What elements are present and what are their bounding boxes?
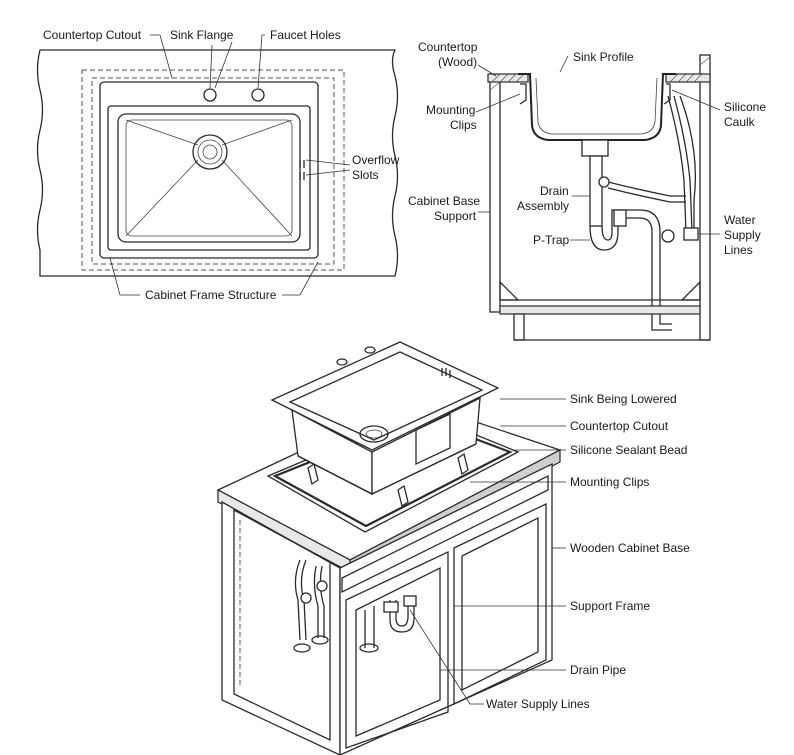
drain-tailpiece: [581, 139, 609, 157]
label-water-supply-lines-1: Water: [724, 213, 756, 227]
label-countertop-cutout-iso: Countertop Cutout: [570, 419, 669, 433]
drain-plan: [192, 134, 228, 170]
section-view-drawing: [475, 54, 721, 341]
label-sink-being-lowered: Sink Being Lowered: [570, 392, 677, 406]
label-cabinet-base-support-1: Cabinet Base: [408, 194, 480, 208]
sink-bowl-plan: [117, 113, 301, 243]
iso-p-trap: [389, 600, 415, 633]
iso-mounting-clip-3: [457, 452, 469, 476]
countertop-plan-outline: [36, 49, 399, 277]
iso-sink-faucet-hole-1: [336, 358, 348, 366]
label-overflow-slots-top-1: Overflow: [352, 153, 400, 167]
p-trap-section: [589, 217, 653, 318]
top-view-drawing: [36, 34, 399, 296]
iso-mounting-clip-1: [307, 462, 319, 486]
label-support-frame: Support Frame: [570, 599, 650, 613]
iso-water-supply-1: [294, 559, 301, 641]
label-cabinet-frame-structure: Cabinet Frame Structure: [145, 288, 277, 302]
label-drain-pipe: Drain Pipe: [570, 663, 626, 677]
label-sink-flange-top: Sink Flange: [170, 28, 234, 42]
label-wooden-cabinet-base: Wooden Cabinet Base: [570, 541, 690, 555]
label-drain-assembly-1: Drain: [540, 184, 569, 198]
label-water-supply-lines-2: Supply: [724, 228, 761, 242]
label-countertop-section-2: (Wood): [438, 55, 477, 69]
label-cabinet-base-support-2: Support: [434, 209, 477, 223]
overflow-slots-plan: [299, 160, 305, 180]
cabinet-floor-section: [499, 305, 701, 315]
faucet-hole-right: [251, 88, 265, 102]
label-overflow-slots-top-2: Slots: [352, 168, 379, 182]
iso-mounting-clip-2: [397, 484, 409, 508]
label-faucet-holes-top: Faucet Holes: [270, 28, 341, 42]
label-silicone-sealant-bead: Silicone Sealant Bead: [570, 443, 687, 457]
label-mounting-clips-section-1: Mounting: [426, 103, 475, 117]
iso-water-supply-2: [313, 565, 319, 638]
label-water-supply-lines-3: Lines: [724, 243, 753, 257]
label-countertop-cutout-top: Countertop Cutout: [43, 28, 142, 42]
label-mounting-clips-section-2: Clips: [450, 118, 477, 132]
label-silicone-caulk-2: Caulk: [724, 115, 756, 129]
cabinet-frame-dashed: [81, 69, 345, 271]
label-silicone-caulk-1: Silicone: [724, 100, 766, 114]
branch-hose-section: [607, 181, 686, 197]
iso-sink-drain: [359, 425, 389, 443]
cabinet-left-wall: [489, 79, 501, 313]
iso-cabinet-door-left: [345, 550, 449, 749]
iso-sink-rim-inner: [288, 351, 484, 441]
label-countertop-section-1: Countertop: [418, 40, 478, 54]
iso-sink-faucet-hole-2: [364, 346, 376, 354]
water-supply-line-section-2: [679, 95, 696, 232]
label-p-trap: P-Trap: [533, 233, 570, 247]
water-supply-line-section-1: [667, 95, 687, 233]
countertop-section-right: [665, 73, 711, 83]
label-water-supply-lines-iso: Water Supply Lines: [486, 697, 590, 711]
cabinet-right-wall: [699, 54, 711, 341]
label-sink-profile: Sink Profile: [573, 50, 634, 64]
faucet-hole-left: [203, 88, 217, 102]
iso-cabinet-door-right: [453, 502, 547, 706]
sink-flange-outline: [99, 81, 319, 259]
label-drain-assembly-2: Assembly: [517, 199, 569, 213]
mounting-clip-right: [663, 83, 671, 105]
label-mounting-clips-iso: Mounting Clips: [570, 475, 649, 489]
isometric-view-drawing: [216, 341, 566, 755]
mounting-clip-left: [519, 83, 527, 105]
